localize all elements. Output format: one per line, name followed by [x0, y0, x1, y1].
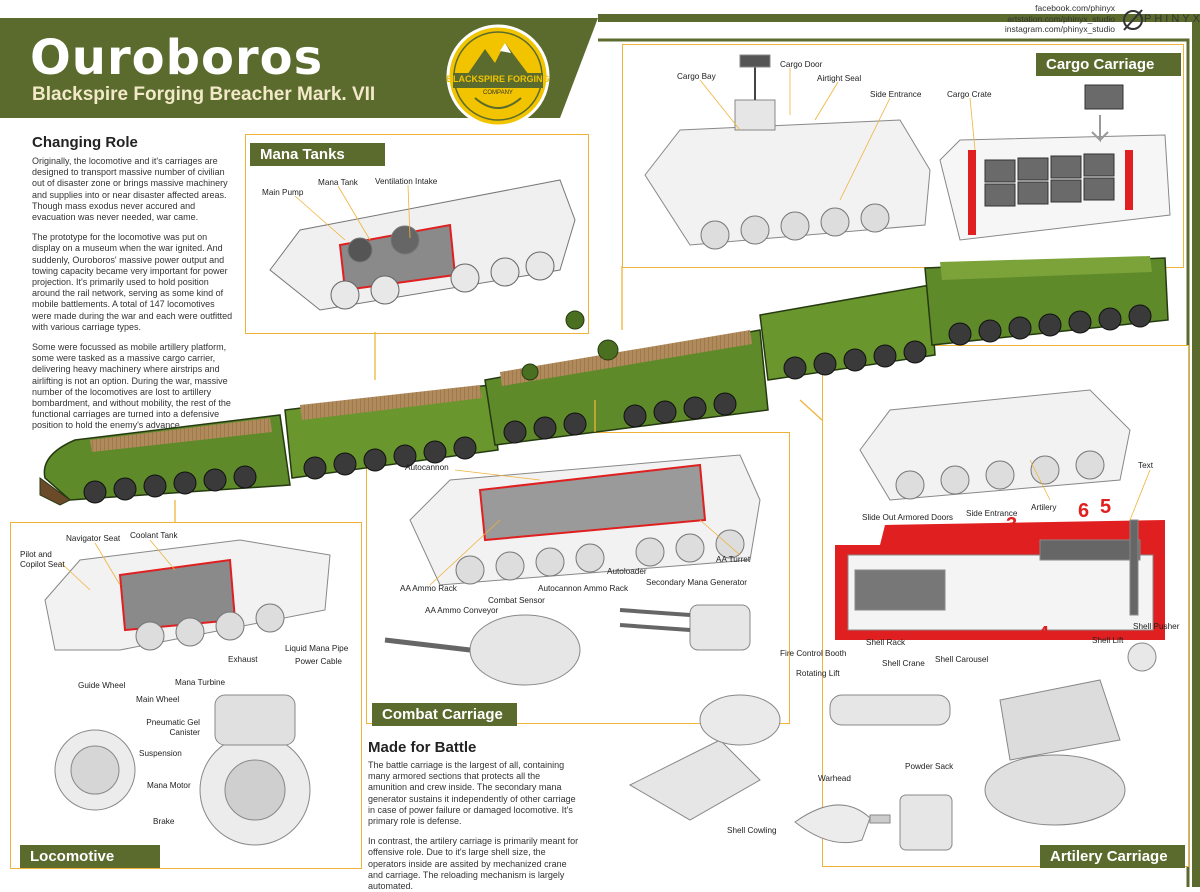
- label-navigator-seat: Navigator Seat: [66, 534, 121, 543]
- changing-role-p1: Originally, the locomotive and it's carr…: [32, 156, 228, 223]
- step-number-4: 4: [1038, 623, 1050, 645]
- label-ventilation-intake: Ventilation Intake: [375, 177, 438, 186]
- label-shell-crane: Shell Crane: [882, 659, 925, 668]
- step-number-3: 3: [1006, 514, 1018, 536]
- label-secondary-mana-generator: Secondary Mana Generator: [646, 578, 748, 587]
- label-rotating-lift: Rotating Lift: [796, 669, 840, 678]
- made-for-battle-p2: In contrast, the artilery carriage is pr…: [368, 836, 579, 892]
- label-autoloader: Autoloader: [607, 567, 647, 576]
- made-for-battle-heading: Made for Battle: [368, 739, 477, 756]
- label-mana-motor: Mana Motor: [147, 781, 191, 790]
- tag-combat-carriage: Combat Carriage: [372, 703, 517, 726]
- label-autocannon: Autocannon: [405, 463, 449, 472]
- step-number-2: 2: [964, 527, 976, 549]
- cargo-illustration: [644, 54, 1171, 250]
- changing-role-p2: The prototype for the locomotive was put…: [32, 232, 233, 332]
- label-coolant-tank: Coolant Tank: [130, 531, 178, 540]
- tag-artillery-carriage: Artilery Carriage: [1040, 845, 1185, 868]
- label-shell-rack: Shell Rack: [866, 638, 906, 647]
- label-aa-turret: AA Turret: [716, 555, 751, 564]
- label-combat-sensor: Combat Sensor: [488, 596, 545, 605]
- label-side-entrance-artillery: Side Entrance: [966, 509, 1018, 518]
- social-links: facebook.com/phinyx artstation.com/phiny…: [990, 3, 1115, 35]
- tag-cargo-carriage: Cargo Carriage: [1036, 53, 1181, 76]
- label-cargo-door: Cargo Door: [780, 60, 823, 69]
- mana-tanks-illustration: [269, 179, 576, 311]
- label-suspension: Suspension: [139, 749, 182, 758]
- label-powder-sack: Powder Sack: [905, 762, 954, 771]
- label-airtight-seal: Airtight Seal: [817, 74, 862, 83]
- changing-role-heading: Changing Role: [32, 134, 138, 151]
- brand-name: PHINYX: [1144, 13, 1200, 25]
- label-exhaust: Exhaust: [228, 655, 258, 664]
- label-cargo-bay: Cargo Bay: [677, 72, 716, 81]
- label-aa-ammo-rack: AA Ammo Rack: [400, 584, 457, 593]
- label-mana-tank: Mana Tank: [318, 178, 358, 187]
- label-brake: Brake: [153, 817, 175, 826]
- logo-subtext: COMPANY: [483, 90, 513, 96]
- page-subtitle: Blackspire Forging Breacher Mark. VII: [32, 84, 376, 105]
- page-title: Ouroboros: [30, 30, 324, 86]
- label-shell-lift: Shell Lift: [1092, 636, 1124, 645]
- label-main-wheel: Main Wheel: [136, 695, 180, 704]
- label-side-entrance-cargo: Side Entrance: [870, 90, 922, 99]
- label-autocannon-ammo-rack: Autocannon Ammo Rack: [538, 584, 629, 593]
- label-aa-ammo-conveyor: AA Ammo Conveyor: [425, 606, 499, 615]
- artstation-link[interactable]: artstation.com/phinyx_studio: [1007, 13, 1115, 24]
- label-text: Text: [1138, 461, 1154, 470]
- label-slide-out-armored-doors: Slide Out Armored Doors: [862, 513, 954, 522]
- label-cargo-crate: Cargo Crate: [947, 90, 992, 99]
- step-number-1: 1: [947, 527, 959, 549]
- combat-illustration: [384, 454, 761, 686]
- tag-locomotive: Locomotive: [20, 845, 160, 868]
- connector-lines: [174, 266, 823, 522]
- label-mana-turbine: Mana Turbine: [175, 678, 226, 687]
- artillery-illustration: [628, 389, 1165, 851]
- label-shell-carousel: Shell Carousel: [935, 655, 989, 664]
- changing-role-body: Originally, the locomotive and it's carr…: [32, 156, 234, 432]
- label-liquid-mana-pipe: Liquid Mana Pipe: [285, 644, 349, 653]
- label-pilot-copilot-seat: Pilot and Copilot Seat: [20, 550, 65, 569]
- label-guide-wheel: Guide Wheel: [78, 681, 126, 690]
- label-warhead: Warhead: [818, 774, 851, 783]
- label-artilery: Artilery: [1031, 503, 1057, 512]
- company-logo: BLACKSPIRE FORGING COMPANY: [445, 23, 551, 129]
- made-for-battle-body: The battle carriage is the largest of al…: [368, 760, 580, 892]
- main-train: [39, 256, 1169, 506]
- step-number-6: 6: [1078, 500, 1090, 522]
- changing-role-p3: Some were focussed as mobile artillery p…: [32, 342, 231, 431]
- leader-lines: [59, 68, 1151, 591]
- tag-mana-tanks: Mana Tanks: [250, 143, 385, 166]
- logo-text: BLACKSPIRE FORGING: [446, 74, 550, 84]
- label-shell-pusher: Shell Pusher: [1133, 622, 1180, 631]
- label-fire-control-booth: Fire Control Booth: [780, 649, 847, 658]
- locomotive-illustration: [44, 539, 331, 846]
- label-pneumatic-gel-canister: Pneumatic Gel Canister: [146, 718, 200, 737]
- made-for-battle-p1: The battle carriage is the largest of al…: [368, 760, 576, 827]
- label-power-cable: Power Cable: [295, 657, 342, 666]
- label-main-pump: Main Pump: [262, 188, 304, 197]
- label-shell-cowling: Shell Cowling: [727, 826, 777, 835]
- facebook-link[interactable]: facebook.com/phinyx: [1035, 3, 1115, 13]
- instagram-link[interactable]: instagram.com/phinyx_studio: [1004, 24, 1115, 34]
- step-number-5: 5: [1100, 496, 1112, 518]
